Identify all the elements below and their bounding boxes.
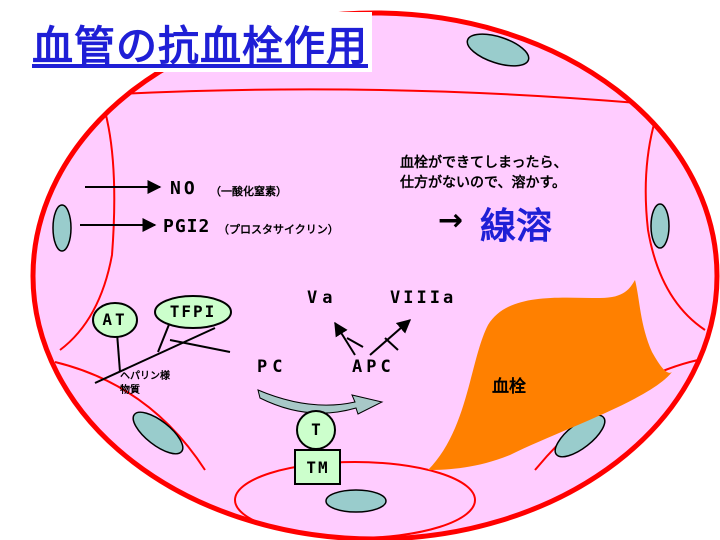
- nuclei: [52, 33, 670, 513]
- fibrinolysis-line-1: 血栓ができてしまったら、: [400, 155, 568, 171]
- pgi-note: （プロスタサイクリン）: [218, 223, 339, 236]
- viiia-label: VIIIa: [390, 288, 457, 308]
- thrombus-shape: [428, 280, 672, 470]
- nucleus: [325, 489, 387, 513]
- apc-inactivation: [334, 319, 412, 356]
- vessel-wall: [30, 10, 720, 540]
- reaction-arrow: [257, 389, 384, 415]
- nucleus: [52, 204, 72, 252]
- endothelial-cell: [644, 104, 706, 331]
- at-shape: [92, 302, 138, 338]
- va-label: Va: [307, 288, 338, 308]
- tfpi-label: TFPI: [169, 302, 217, 321]
- endothelial-cell: [99, 88, 661, 106]
- nucleus: [132, 411, 184, 455]
- thrombin-label: T: [311, 420, 321, 439]
- fibrinolysis-line-2: 仕方がないので、溶かす。: [400, 175, 567, 191]
- apc-label: APC: [352, 357, 395, 377]
- nucleus: [466, 33, 530, 67]
- page-title: 血管の抗血栓作用: [28, 12, 372, 72]
- tm-shape: [294, 449, 341, 485]
- nucleus: [650, 203, 670, 249]
- heparin-lines: [94, 321, 231, 384]
- thrombus-label: 血栓: [492, 377, 526, 397]
- pc-label: PC: [257, 357, 288, 377]
- heparin-label-line-2: 物質: [120, 385, 140, 396]
- no-label: NO: [170, 178, 198, 199]
- tfpi-shape: [154, 295, 232, 329]
- no-note: （一酸化窒素）: [210, 185, 287, 198]
- fibrinolysis-word: 線溶: [480, 206, 553, 247]
- at-label: AT: [102, 310, 128, 329]
- pgi-label: PGI2: [163, 216, 211, 237]
- endothelial-cell: [59, 94, 116, 351]
- heparin-label-line-1: ヘパリン様: [120, 371, 170, 382]
- fibrinolysis-arrow: →: [438, 203, 464, 238]
- tm-label: TM: [306, 458, 330, 477]
